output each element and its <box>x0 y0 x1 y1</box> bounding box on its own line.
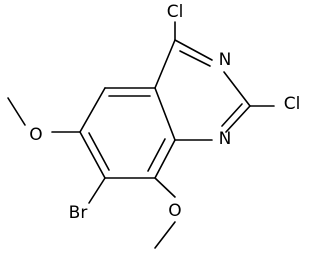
bond-c8a-c4a <box>154 87 176 141</box>
bond-o6-methyl <box>7 97 26 126</box>
bond-c7-br <box>88 177 106 204</box>
bond-c4-c4a <box>154 39 176 89</box>
bond-c6-c7 <box>79 131 106 179</box>
atom-label-n-1: N <box>219 129 232 149</box>
atom-label-n-3: N <box>219 50 232 70</box>
bond-c4-n3-inner <box>179 50 211 67</box>
atom-label-cl-2: Cl <box>284 94 301 114</box>
bond-c8-o <box>154 177 176 198</box>
atom-label-o-8: O <box>168 201 181 221</box>
bond-c6-c7-inner <box>88 132 110 171</box>
atom-labels: Cl N Cl N O Br O <box>29 2 300 223</box>
bond-n3-c2 <box>223 71 251 107</box>
bond-c8-c8a <box>154 139 176 179</box>
atom-label-br-7: Br <box>69 203 88 223</box>
bond-o8-methyl <box>154 221 176 249</box>
bond-c8-c8a-inner <box>147 138 166 172</box>
bond-c4-n3 <box>174 39 213 61</box>
atom-label-cl-4: Cl <box>167 2 184 22</box>
atom-label-o-6: O <box>29 125 42 145</box>
bond-c2-n1-inner <box>221 103 243 127</box>
bond-c2-n1 <box>225 105 251 133</box>
bonds <box>7 21 275 249</box>
bond-c5-c6 <box>79 87 106 133</box>
